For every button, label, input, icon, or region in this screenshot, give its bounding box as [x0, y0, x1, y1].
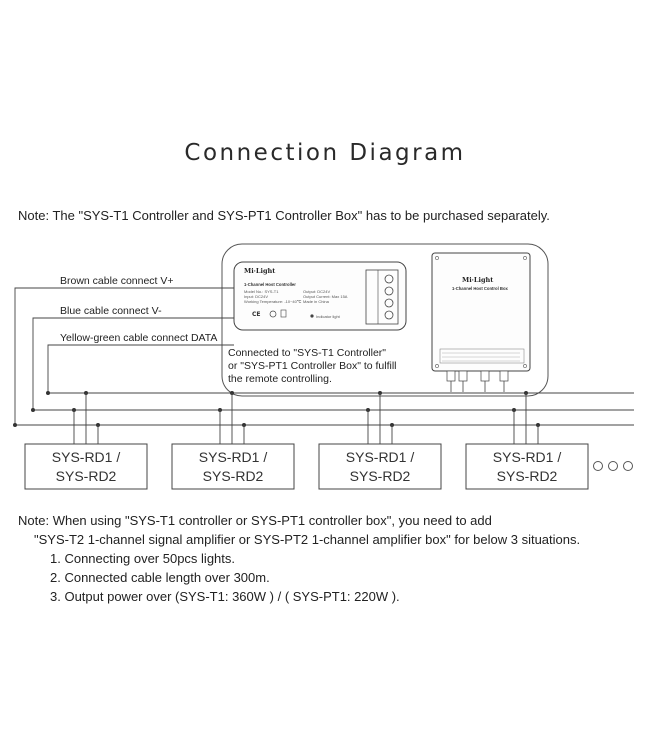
sys-t1-spec-left-2: Input: DC24V — [244, 294, 268, 299]
sys-pt1-spec-label — [439, 348, 525, 364]
sys-t1-brand: Mi·Light — [244, 267, 275, 275]
device-sys-rd-2: SYS-RD1 / SYS-RD2 — [171, 443, 295, 490]
terminal-screw-icon — [384, 310, 394, 320]
sys-pt1-name: 1-Channel Host Control Box — [452, 286, 509, 291]
sys-pt1-controller-box: Mi·Light 1-Channel Host Control Box — [431, 252, 531, 392]
drop-wires — [73, 393, 539, 444]
note-item-2: 2. Connected cable length over 300m. — [50, 570, 270, 585]
device-label-line1: SYS-RD1 / — [493, 449, 562, 465]
sys-pt1-body — [431, 252, 531, 372]
sys-t1-terminal-block — [365, 269, 399, 325]
brown-wire — [14, 287, 234, 425]
terminal-screw-icon — [384, 298, 394, 308]
device-label-line2: SYS-RD2 — [497, 468, 558, 484]
note-text: : The "SYS-T1 Controller and SYS-PT1 Con… — [45, 208, 550, 223]
sys-t1-spec-right-1: Output: DC24V — [303, 289, 330, 294]
blue-wire — [32, 317, 234, 410]
sys-t1-name: 1-Channel Host Controller — [244, 282, 296, 287]
device-sys-rd-3: SYS-RD1 / SYS-RD2 — [318, 443, 442, 490]
controller-caption-line-1: Connected to "SYS-T1 Controller" — [228, 347, 386, 359]
device-sys-rd-4: SYS-RD1 / SYS-RD2 — [465, 443, 589, 490]
sys-t1-spec-left-1: Model No.: SYS-T1 — [244, 289, 279, 294]
device-label-line1: SYS-RD1 / — [52, 449, 121, 465]
note-bottom-line-2: "SYS-T2 1-channel signal amplifier or SY… — [34, 532, 581, 547]
sys-t1-body — [233, 261, 407, 331]
bus-lines — [15, 392, 634, 426]
indicator-light-icon — [310, 314, 314, 318]
cable-gland-icon — [458, 370, 468, 382]
weee-bin-icon — [280, 309, 287, 318]
cable-gland-icon — [499, 370, 509, 382]
note-label: Note — [18, 208, 46, 223]
controller-caption-line-2: or "SYS-PT1 Controller Box" to fulfill — [228, 360, 397, 372]
cable-gland-icon — [480, 370, 490, 382]
note-item-1: 1. Connecting over 50pcs lights. — [50, 551, 235, 566]
controller-panel-frame — [221, 243, 549, 397]
yellow-green-wire — [47, 344, 234, 393]
device-label-line2: SYS-RD2 — [56, 468, 117, 484]
note-bottom: Note: When using "SYS-T1 controller or S… — [18, 511, 580, 606]
feed-wires — [14, 287, 234, 425]
device-sys-rd-1: SYS-RD1 / SYS-RD2 — [24, 443, 148, 490]
note-label: Note — [18, 513, 46, 528]
sys-t1-indicator-label: Indicator light — [316, 314, 341, 319]
device-label-line2: SYS-RD2 — [350, 468, 411, 484]
device-label-line1: SYS-RD1 / — [346, 449, 415, 465]
ce-mark-icon: CE — [252, 311, 261, 318]
device-label-line2: SYS-RD2 — [203, 468, 264, 484]
certification-icon — [269, 310, 277, 318]
note-bottom-line-1: Note: When using "SYS-T1 controller or S… — [18, 513, 492, 528]
wire-label-blue: Blue cable connect V- — [60, 305, 162, 317]
wire-label-brown: Brown cable connect V+ — [60, 275, 174, 287]
cable-gland-icon — [446, 370, 456, 382]
terminal-screw-icon — [384, 286, 394, 296]
sys-t1-spec-left-3: Working Temperature: -10~40℃ — [244, 299, 302, 304]
continuation-dots-icon — [593, 461, 633, 471]
sys-pt1-brand: Mi·Light — [462, 276, 493, 284]
terminal-screw-icon — [384, 274, 394, 284]
wire-label-yellow-green: Yellow-green cable connect DATA — [60, 332, 217, 344]
page-title: Connection Diagram — [184, 140, 466, 166]
note-top: Note: The "SYS-T1 Controller and SYS-PT1… — [18, 208, 550, 223]
sys-t1-controller: Mi·Light 1-Channel Host Controller Model… — [233, 261, 407, 331]
sys-t1-spec-right-2: Output Current: Max 15A — [303, 294, 348, 299]
note-item-3: 3. Output power over (SYS-T1: 360W ) / (… — [50, 589, 400, 604]
device-label-line1: SYS-RD1 / — [199, 449, 268, 465]
sys-t1-spec-right-3: Made in China — [303, 299, 330, 304]
controller-caption-line-3: the remote controlling. — [228, 373, 332, 385]
